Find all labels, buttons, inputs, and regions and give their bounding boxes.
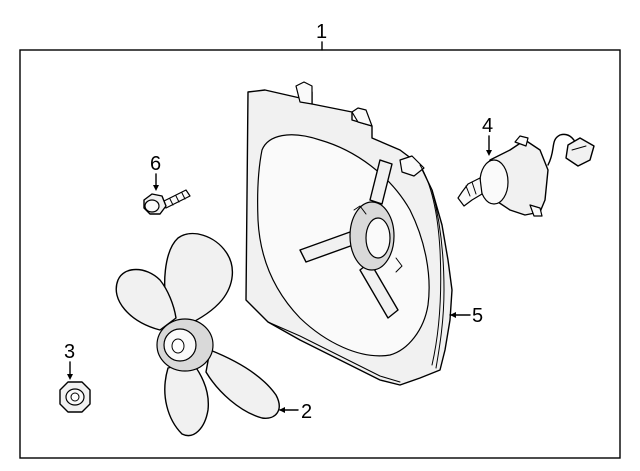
callout-6-label: 6 <box>150 153 161 175</box>
assembly-frame <box>19 49 621 459</box>
motor-part <box>457 133 595 217</box>
callout-motor: 4 <box>482 115 493 156</box>
bolt-part <box>143 189 191 215</box>
callout-1-label: 1 <box>316 21 327 43</box>
callout-5-label: 5 <box>472 305 483 327</box>
nut-part <box>59 381 91 413</box>
callout-shroud: 5 <box>449 305 483 327</box>
callout-assembly: 1 <box>316 21 327 51</box>
callout-bolt: 6 <box>150 153 161 191</box>
callout-fan-blade: 2 <box>279 401 312 423</box>
callout-2-label: 2 <box>301 401 312 423</box>
callout-nut: 3 <box>64 341 75 380</box>
shroud-part <box>245 81 453 386</box>
fan-blade-part <box>115 233 280 437</box>
callout-4-label: 4 <box>482 115 493 137</box>
callout-3-label: 3 <box>64 341 75 363</box>
